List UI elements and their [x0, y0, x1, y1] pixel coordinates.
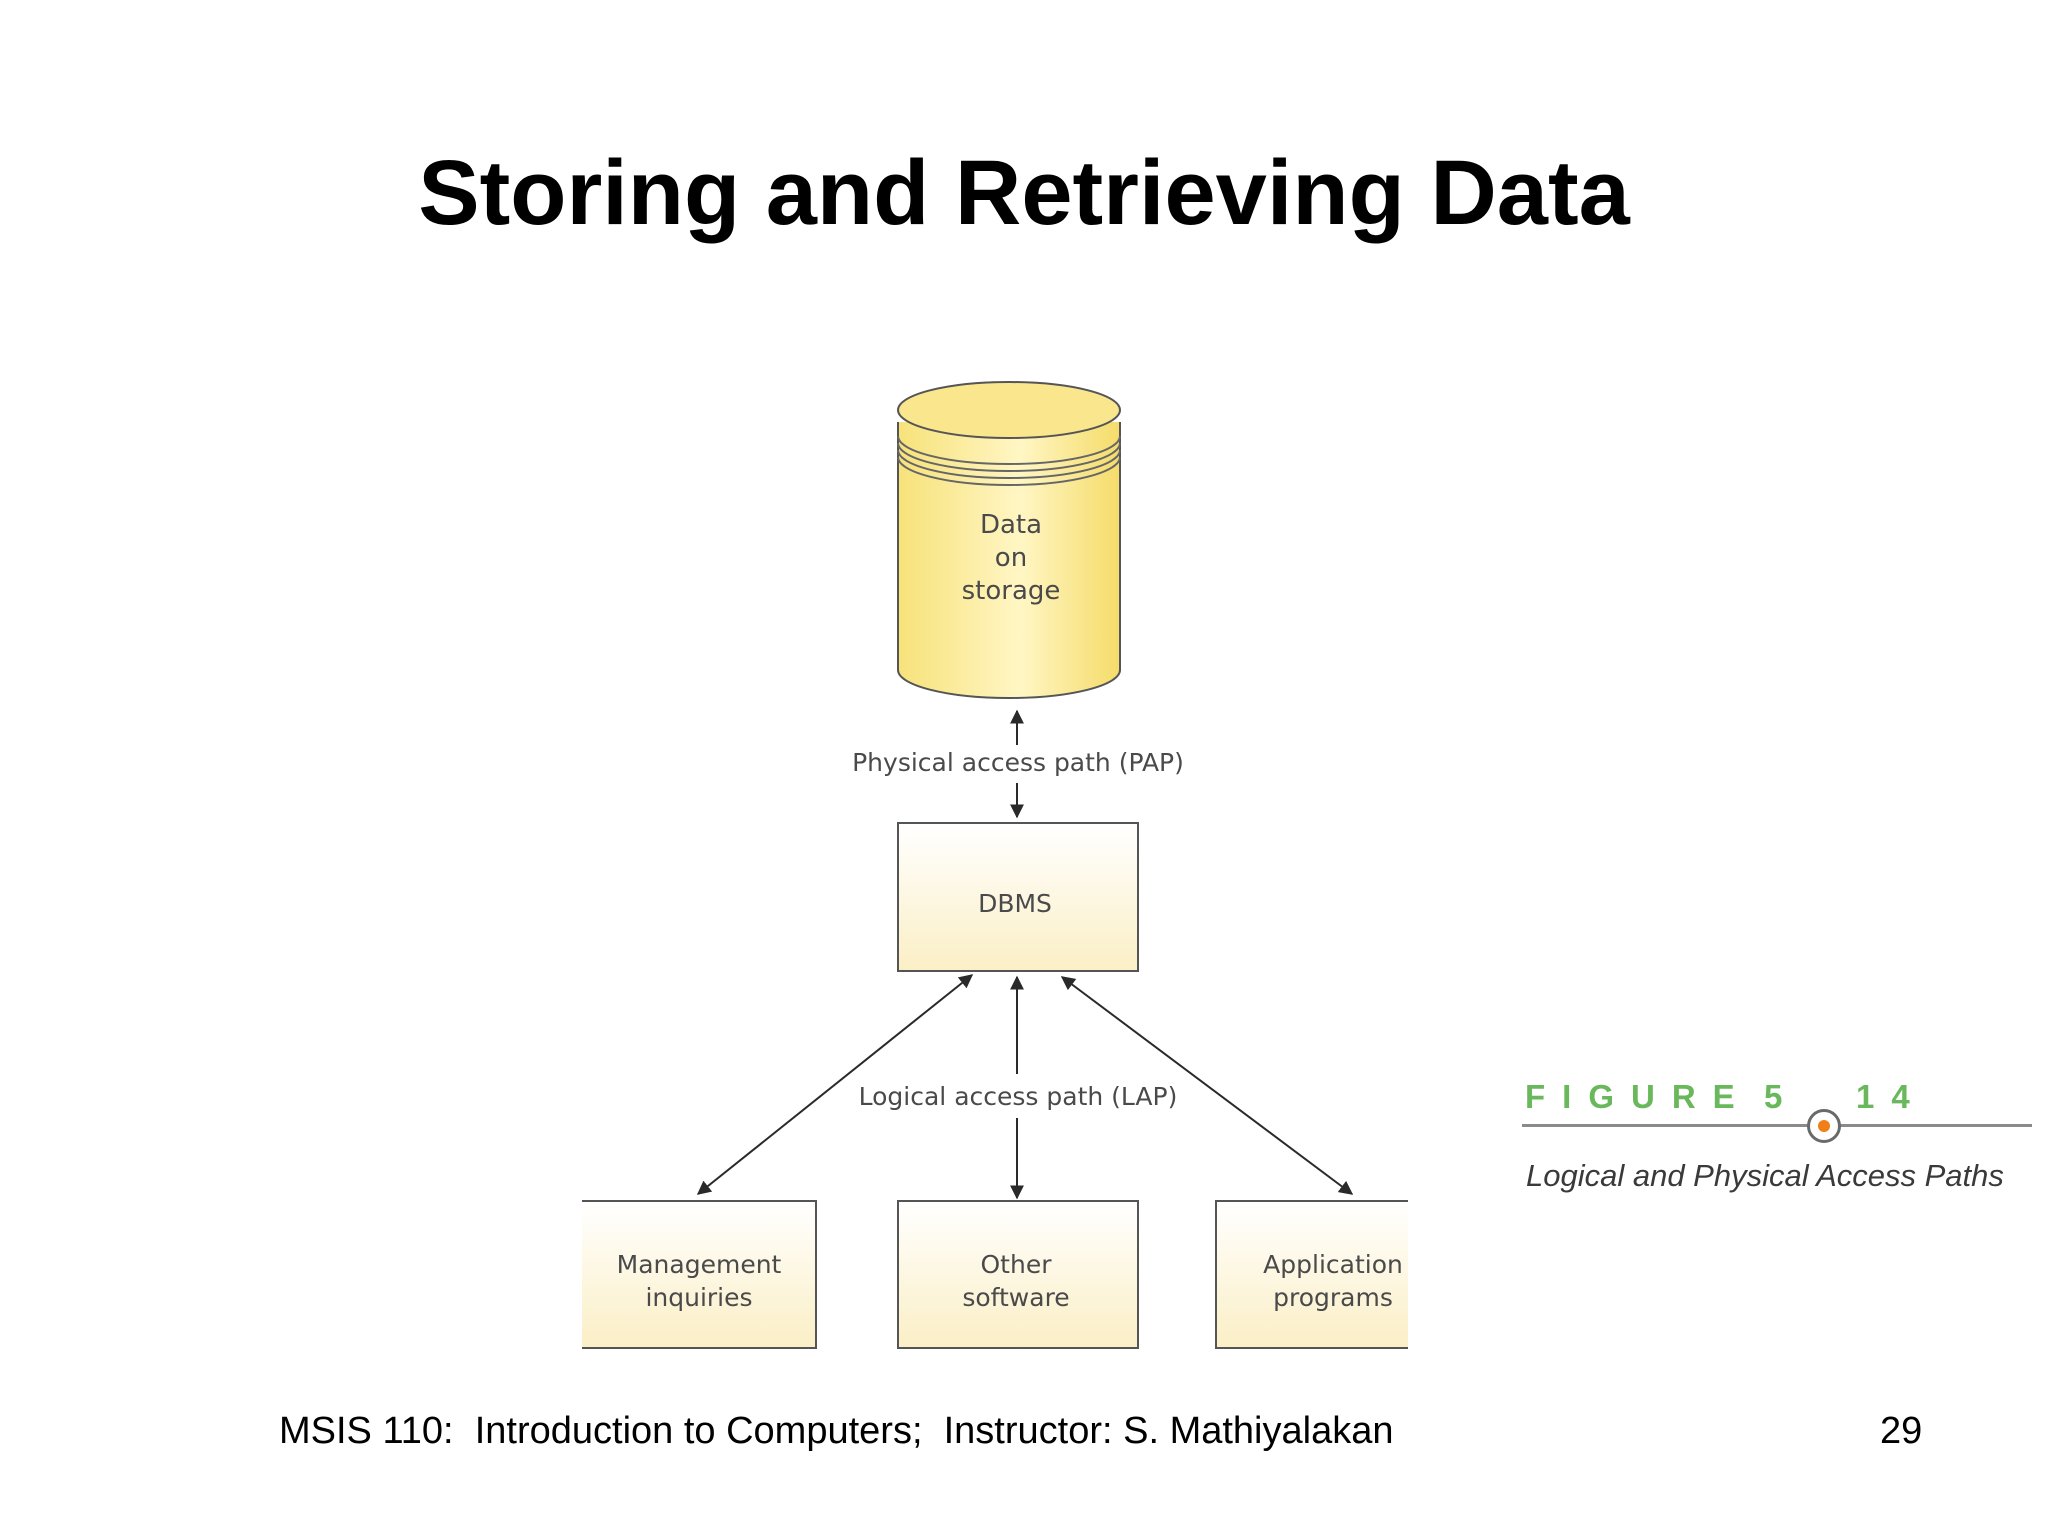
pap-label: Physical access path (PAP)	[852, 748, 1184, 777]
lap-arrow-left	[696, 974, 974, 1195]
management-inquiries-box: Management inquiries	[576, 1199, 817, 1351]
other-software-box: Other software	[897, 1200, 1139, 1349]
other-software-line2: software	[962, 1283, 1069, 1312]
management-inquiries-line2: inquiries	[645, 1283, 752, 1312]
lap-label: Logical access path (LAP)	[859, 1082, 1178, 1111]
figure-title: Logical and Physical Access Paths	[1526, 1158, 2004, 1193]
lap-arrow-right	[1060, 976, 1354, 1195]
storage-cylinder: Data on storage	[897, 381, 1121, 699]
application-programs-line1: Application	[1263, 1250, 1403, 1279]
figure-caption: FIGURE 5 14 Logical and Physical Access …	[1522, 1078, 2034, 1208]
figure-rule	[1522, 1124, 2032, 1127]
application-programs-line2: programs	[1273, 1283, 1393, 1312]
page-number: 29	[1880, 1410, 1923, 1452]
dbms-label: DBMS	[978, 889, 1052, 918]
storage-label-line1: Data	[980, 510, 1042, 540]
figure-dot-icon	[1807, 1109, 1841, 1143]
footer-course: MSIS 110: Introduction to Computers; Ins…	[279, 1410, 1394, 1452]
figure-number-index: 14	[1856, 1078, 1927, 1115]
figure-number-chapter: 5	[1764, 1078, 1783, 1115]
management-inquiries-line1: Management	[617, 1250, 782, 1279]
slide-title: Storing and Retrieving Data	[418, 142, 1630, 244]
dbms-box: DBMS	[897, 822, 1139, 972]
other-software-line1: Other	[981, 1250, 1053, 1279]
figure-label: FIGURE	[1525, 1078, 1752, 1115]
application-programs-box: Application programs	[1215, 1199, 1416, 1351]
storage-label-line3: storage	[962, 576, 1061, 606]
storage-label-line2: on	[995, 543, 1027, 573]
